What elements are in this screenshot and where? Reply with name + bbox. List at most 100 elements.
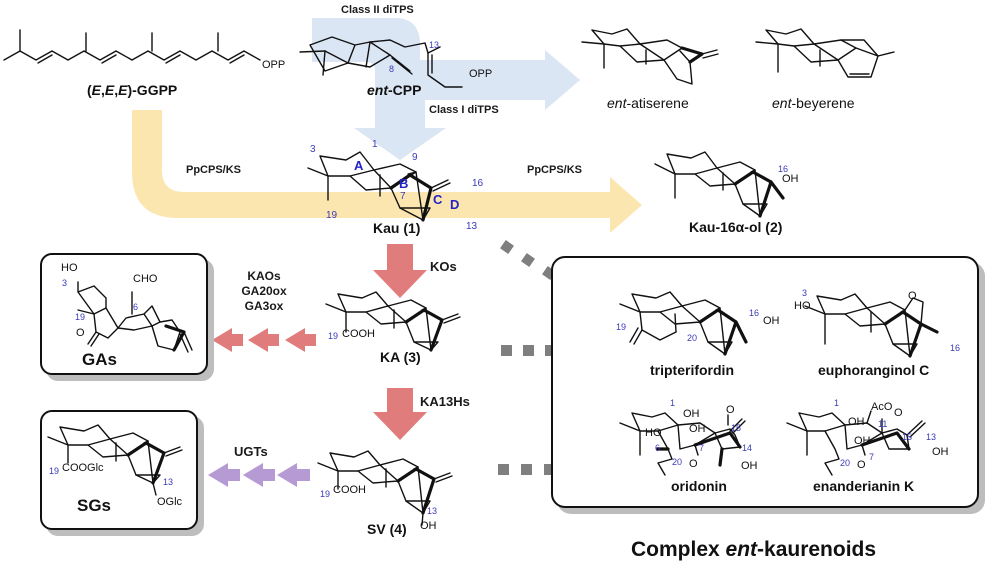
ggpp-opp-label: OPP	[262, 59, 286, 71]
enanderianin-k-label: enanderianin K	[813, 478, 915, 494]
tripterifordin-num-16: 16	[749, 308, 760, 318]
kau-ring-a: A	[354, 158, 364, 173]
gas-box	[40, 253, 208, 375]
ka13hs-label: KA13Hs	[420, 394, 470, 409]
class-ii-arrow	[312, 18, 580, 160]
kau-num-3: 3	[310, 144, 316, 155]
oridonin-structure	[619, 412, 746, 476]
euphoranginol-c-structure	[804, 293, 939, 358]
complex-kaurenoids-title: Complex ent-kaurenoids	[631, 538, 877, 561]
ent-atiserene-structure	[581, 28, 719, 85]
kau-ring-c: C	[433, 192, 443, 207]
euphoranginol-num-3: 3	[802, 288, 808, 298]
ka-structure	[325, 291, 461, 352]
sv-structure	[317, 450, 453, 526]
sv-cooh-label: COOH	[333, 484, 366, 496]
gas-cho-label: CHO	[133, 273, 158, 285]
tripterifordin-num-19: 19	[616, 322, 627, 332]
tripterifordin-structure	[619, 291, 748, 356]
tripterifordin-oh-label: OH	[763, 315, 780, 327]
sgs-box	[40, 410, 198, 530]
enanderianin-oh-1: OH	[848, 416, 865, 428]
enanderianin-aco-label: AcO	[871, 401, 893, 413]
ugt-chevron-1	[208, 463, 240, 487]
class-ii-ditps-label: Class II diTPS	[341, 4, 414, 16]
gas-ho-label: HO	[61, 262, 78, 274]
kau-num-13: 13	[466, 221, 478, 232]
enanderianin-num-7: 7	[869, 452, 875, 462]
oridonin-o-ether: O	[689, 458, 698, 470]
euphoranginol-c-label: euphoranginol C	[818, 362, 930, 378]
sv-oh-label: OH	[420, 520, 437, 532]
cpp-num-8: 8	[389, 64, 395, 74]
tripterifordin-label: tripterifordin	[650, 362, 734, 378]
kau-num-16: 16	[472, 178, 484, 189]
ggpp-label: (E,E,E)-GGPP	[87, 82, 178, 98]
oridonin-num-20: 20	[672, 457, 683, 467]
ppcps-ks-arrow	[132, 110, 642, 233]
sgs-cooglc-label: COOGlc	[62, 462, 104, 474]
ugt-chevron-2	[243, 463, 275, 487]
ppcps-ks-left-label: PpCPS/KS	[186, 164, 242, 176]
euphoranginol-ho-label: HO	[794, 300, 811, 312]
gas-num-19: 19	[75, 312, 86, 322]
sv-num-19: 19	[320, 489, 331, 499]
kau16ol-num-16: 16	[778, 164, 789, 174]
sgs-structure	[47, 424, 183, 496]
enanderianin-o-ether: O	[857, 459, 866, 471]
tripterifordin-num-20: 20	[687, 333, 698, 343]
oridonin-num-15: 15	[731, 423, 742, 433]
ga-enzymes-label: KAOs GA20ox GA3ox	[236, 269, 292, 314]
oridonin-oh-1: OH	[683, 408, 700, 420]
euphoranginol-num-16: 16	[950, 343, 961, 353]
kau-num-7: 7	[400, 191, 406, 202]
cpp-opp-label: OPP	[469, 68, 493, 80]
ugts-label: UGTs	[234, 444, 268, 459]
sgs-oglc-label: OGlc	[157, 496, 183, 508]
ugt-chevron-3	[277, 463, 310, 487]
class-i-ditps-label: Class I diTPS	[429, 104, 499, 116]
sgs-num-19: 19	[49, 466, 60, 476]
enanderianin-num-1: 1	[834, 398, 840, 408]
kos-arrow	[373, 244, 427, 298]
kau-ring-d: D	[450, 197, 460, 212]
sv-label: SV (4)	[367, 521, 407, 537]
oridonin-o-ketone: O	[726, 404, 735, 416]
enanderianin-o-ketone: O	[894, 407, 903, 419]
oridonin-label: oridonin	[671, 478, 727, 494]
enanderianin-oh-13: OH	[932, 446, 949, 458]
ent-beyerene-label: ent-beyerene	[772, 95, 855, 111]
gas-structure	[77, 281, 193, 353]
ggpp-structure	[3, 29, 261, 64]
enanderianin-k-structure	[786, 410, 926, 476]
kau-label: Kau (1)	[373, 220, 421, 236]
oridonin-num-1: 1	[670, 398, 676, 408]
ga20ox-label: GA20ox	[241, 284, 287, 298]
sgs-label: SGs	[77, 496, 112, 515]
kau-num-19: 19	[326, 210, 338, 221]
sv-num-13: 13	[427, 506, 438, 516]
cpp-num-13: 13	[429, 40, 440, 50]
oridonin-ho-6: HO	[645, 427, 662, 439]
complex-kaurenoids-box	[551, 256, 979, 508]
kos-label: KOs	[430, 259, 457, 274]
ugt-chevron-arrows	[208, 463, 310, 487]
euphoranginol-o-label: O	[908, 290, 917, 302]
gas-o-label: O	[76, 327, 85, 339]
gas-num-6: 6	[133, 302, 139, 312]
ka-label: KA (3)	[380, 349, 421, 365]
oridonin-oh-7: OH	[689, 423, 706, 435]
ga-chevron-arrows	[212, 328, 316, 352]
kau16ol-oh-label: OH	[782, 173, 799, 185]
ent-cpp-structure	[299, 36, 463, 88]
ent-atiserene-label: ent-atiserene	[607, 95, 689, 111]
enanderianin-num-13: 13	[926, 432, 937, 442]
ga3ox-label: GA3ox	[244, 299, 284, 313]
kau16ol-structure	[654, 151, 785, 218]
ent-cpp-label: ent-CPP	[367, 82, 422, 98]
ppcps-ks-right-label: PpCPS/KS	[527, 164, 583, 176]
kau-num-1: 1	[372, 139, 378, 150]
gas-num-3: 3	[62, 278, 68, 288]
enanderianin-num-15: 15	[902, 432, 913, 442]
